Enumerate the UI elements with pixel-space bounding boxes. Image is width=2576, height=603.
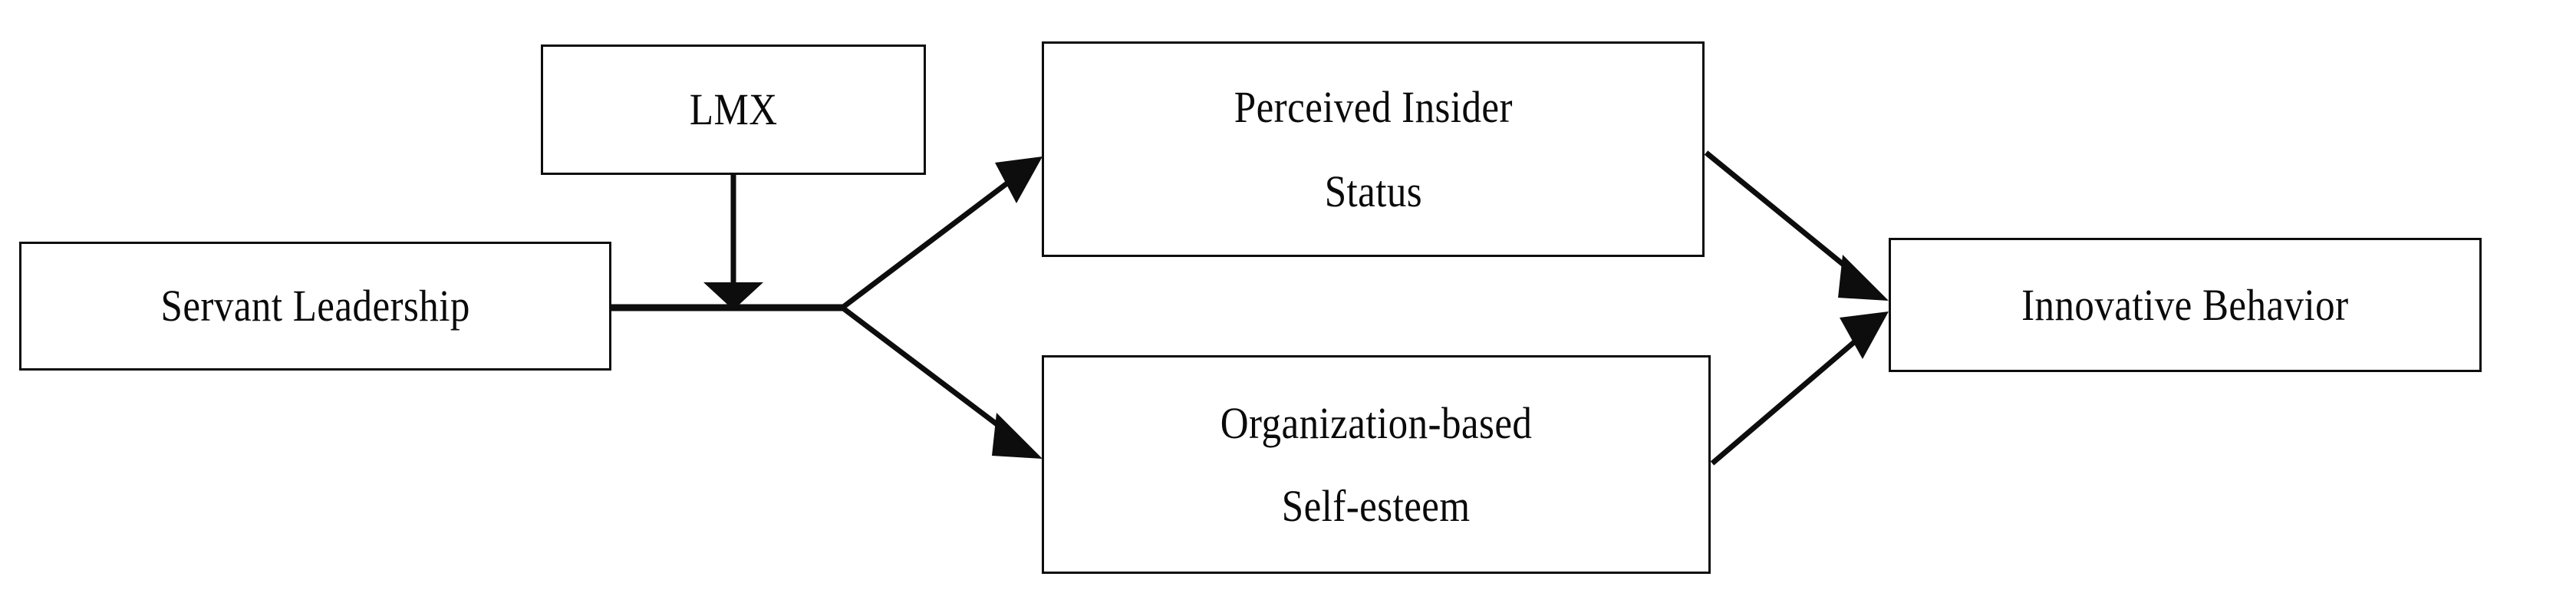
edge-organization-based-self-esteem-to-innovative-behavior-arrowhead [1840,311,1889,359]
edge-perceived-insider-status-to-innovative-behavior-line [1704,150,1862,280]
node-perceived-insider-status[interactable]: Perceived Insider Status [1042,41,1705,257]
edge-branch-to-perceived-insider-status [840,157,1043,310]
node-lmx[interactable]: LMX [541,44,926,175]
edge-lmx-to-path-arrowhead [703,282,763,310]
node-servant-leadership[interactable]: Servant Leadership [19,242,611,371]
node-innovative-behavior-label: Innovative Behavior [2021,279,2349,330]
edge-organization-based-self-esteem-to-innovative-behavior-line [1710,335,1862,466]
edge-branch-to-perceived-insider-status-arrowhead [995,157,1043,203]
node-innovative-behavior[interactable]: Innovative Behavior [1889,238,2482,372]
node-organization-based-self-esteem-label-line-1: Organization-based [1220,397,1533,448]
edge-branch-to-organization-based-self-esteem-line [840,305,1016,440]
edge-branch-to-organization-based-self-esteem-arrowhead [992,413,1043,459]
node-servant-leadership-label: Servant Leadership [160,281,470,331]
node-perceived-insider-status-label-line-2: Status [1324,166,1422,216]
node-organization-based-self-esteem[interactable]: Organization-based Self-esteem [1042,355,1711,574]
edge-branch-to-organization-based-self-esteem [840,305,1043,459]
edge-perceived-insider-status-to-innovative-behavior [1704,150,1889,301]
node-organization-based-self-esteem-label-line-2: Self-esteem [1282,480,1471,531]
edge-branch-to-perceived-insider-status-line [840,176,1016,310]
edge-lmx-to-path [703,175,763,310]
edge-organization-based-self-esteem-to-innovative-behavior [1710,311,1889,466]
edge-perceived-insider-status-to-innovative-behavior-arrowhead [1838,255,1889,301]
node-perceived-insider-status-label-line-1: Perceived Insider [1234,81,1513,132]
node-lmx-label: LMX [689,84,778,134]
